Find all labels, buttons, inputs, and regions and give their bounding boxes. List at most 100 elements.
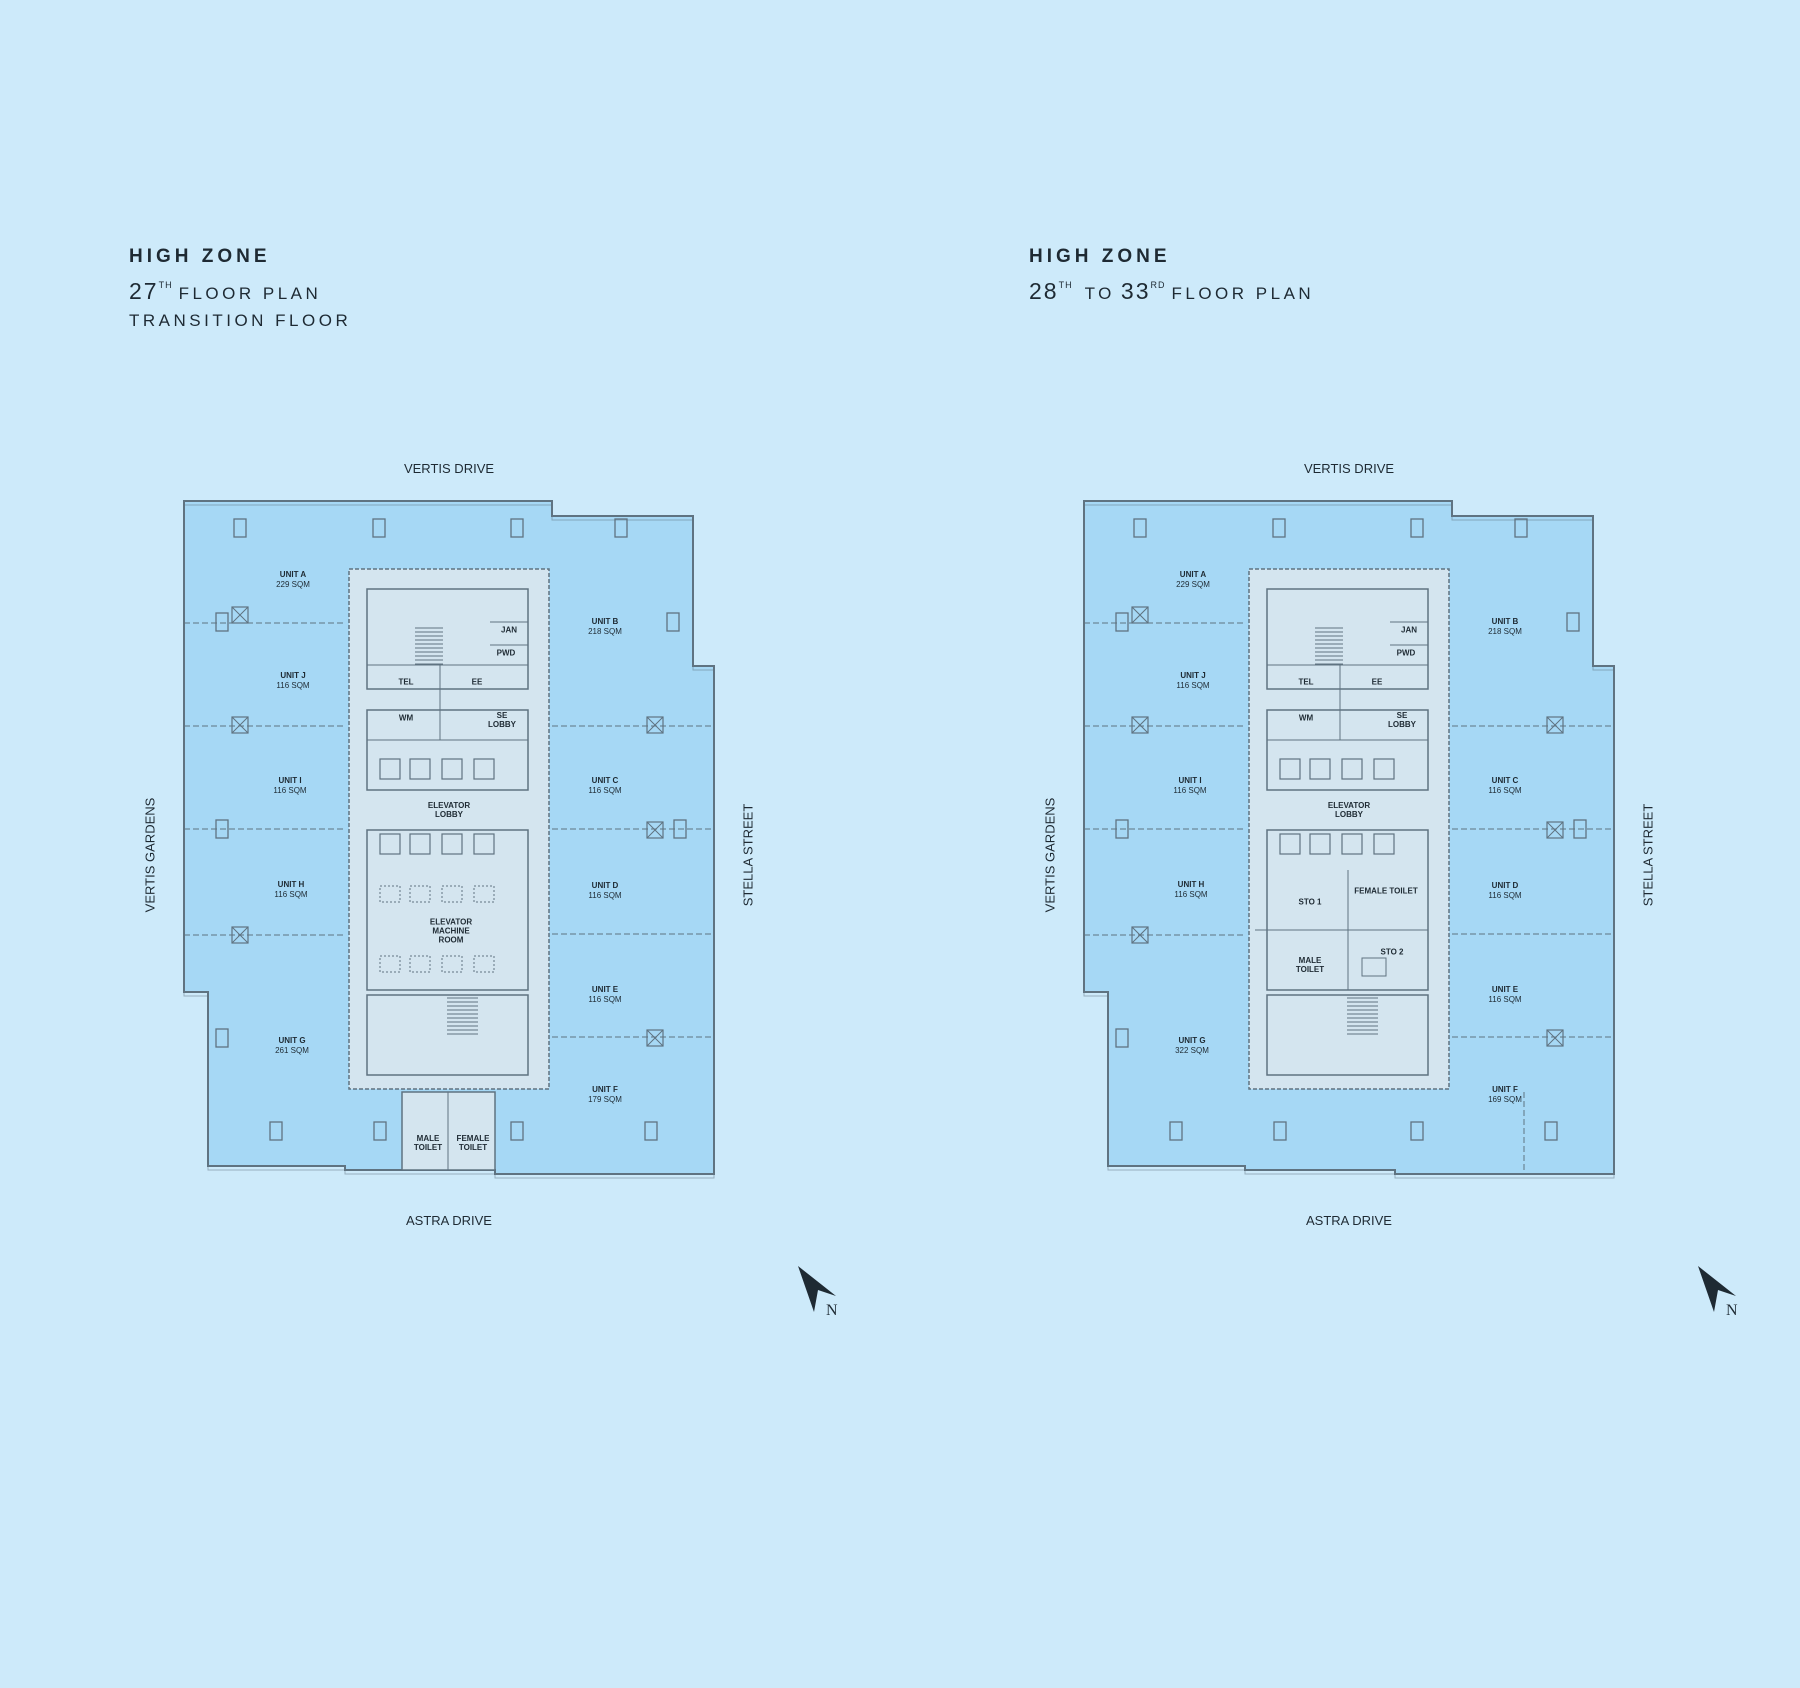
column [1169,1121,1183,1141]
unit-area: 116 SQM [1488,995,1522,1004]
unit-name: UNIT A [279,570,307,579]
unit-name: UNIT F [1492,1085,1518,1094]
column [372,518,386,538]
column [673,819,687,839]
room-label: EE [471,677,483,687]
column [644,1121,658,1141]
machine-unit [473,955,495,973]
machine-unit [441,885,463,903]
unit-area: 116 SQM [588,995,622,1004]
facade-line [183,504,715,1179]
fan-coil-cross [646,821,664,839]
fan-coil-unit [231,716,249,734]
unit-area: 116 SQM [1488,891,1522,900]
floor-end: 33 [1120,278,1151,304]
unit-name: UNIT E [591,985,619,994]
fan-coil-cross [231,716,249,734]
fan-coil-unit [231,926,249,944]
column [1115,612,1129,632]
floor-end-suffix: RD [1150,280,1166,290]
floor-start-suffix: TH [158,280,173,290]
unit-area: 116 SQM [274,890,308,899]
fan-coil-unit [646,1029,664,1047]
column [269,1121,283,1141]
room-label: ELEVATOR LOBBY [427,801,471,819]
unit-area: 116 SQM [1173,786,1207,795]
zone-title: HIGH ZONE [129,246,271,267]
unit-name: UNIT H [1177,880,1205,889]
fan-coil-cross [231,606,249,624]
floor-suffix: FLOOR PLAN [1171,284,1315,303]
fan-coil-unit [1131,606,1149,624]
fan-coil-cross [231,926,249,944]
facade-line [1083,504,1615,1179]
elevator-car [1309,833,1331,855]
machine-unit [379,885,401,903]
unit-area: 322 SQM [1175,1046,1209,1055]
room-label: WM [1298,713,1314,723]
unit-name: UNIT J [280,671,306,680]
fan-coil-unit [1131,926,1149,944]
fan-coil-unit [1546,716,1564,734]
machine-unit [473,885,495,903]
unit-name: UNIT D [1491,881,1519,890]
building-core [1248,568,1450,1090]
floor-connector: TO [1084,284,1115,303]
unit-name: UNIT D [591,881,619,890]
elevator-car [473,833,495,855]
unit-name: UNIT I [278,776,302,785]
fan-coil-cross [1131,716,1149,734]
unit-name: UNIT C [591,776,619,785]
fan-coil-unit [1131,716,1149,734]
floor-start-suffix: TH [1058,280,1073,290]
unit-area: 218 SQM [1488,627,1522,636]
fan-coil-unit [1546,821,1564,839]
column [1514,518,1528,538]
service-block [366,588,529,690]
fan-coil-cross [646,716,664,734]
stair-block-south [366,994,529,1076]
unit-area: 229 SQM [276,580,310,589]
floor-subtitle: TRANSITION FLOOR [129,311,352,330]
fan-coil-unit [231,606,249,624]
floor-start: 28 [1029,278,1059,304]
elevator-car [379,758,401,780]
street-top: VERTIS DRIVE [403,461,495,476]
room-label: TEL [1298,677,1314,687]
elevator-car [473,758,495,780]
floor-plan-drawing [183,500,715,1179]
elevator-car [1341,833,1363,855]
unit-name: UNIT E [1491,985,1519,994]
room-label: SE LOBBY [488,711,516,729]
unit-name: UNIT A [1179,570,1207,579]
room-label: MALE TOILET [413,1134,443,1152]
floor-start: 27 [129,278,159,304]
column [1133,518,1147,538]
north-arrow-icon [1698,1266,1736,1312]
unit-name: UNIT G [278,1036,306,1045]
room-label: EE [1371,677,1383,687]
room-label: ELEVATOR LOBBY [1327,801,1371,819]
machine-unit [409,955,431,973]
column [215,819,229,839]
room-label: PWD [496,648,516,658]
elevator-car [1373,758,1395,780]
column [1544,1121,1558,1141]
lift-bank-south [366,829,529,991]
fan-coil-unit [1546,1029,1564,1047]
room-label: PWD [1396,648,1416,658]
